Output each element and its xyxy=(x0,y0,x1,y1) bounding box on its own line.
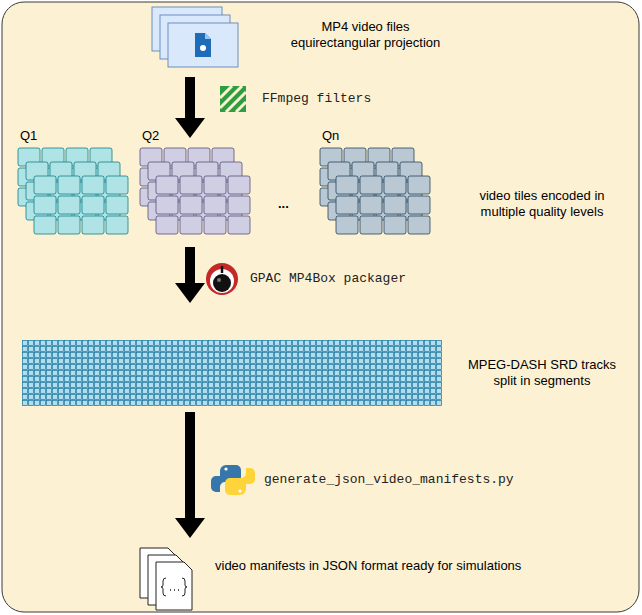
video-tile xyxy=(180,216,202,234)
flow-arrow xyxy=(175,247,205,303)
video-tile xyxy=(228,196,250,214)
ellipsis-label: ... xyxy=(278,196,289,212)
tile-grids xyxy=(18,148,430,234)
stage-description: MP4 video files equirectangular projecti… xyxy=(278,19,453,51)
stage-box: MPEG-DASH SRD tracks split in segments xyxy=(15,305,627,410)
video-tile xyxy=(408,196,430,214)
tool-label: FFmpeg filters xyxy=(262,91,371,107)
json-documents-icon xyxy=(140,548,192,610)
stage-box: MP4 video files equirectangular projecti… xyxy=(140,5,620,75)
segment-grid xyxy=(22,340,442,406)
video-files-icon xyxy=(152,7,238,67)
video-tile xyxy=(384,196,406,214)
stage-description: video manifests in JSON format ready for… xyxy=(215,558,610,574)
video-tile xyxy=(82,196,104,214)
stage-box: video tiles encoded in multiple quality … xyxy=(15,140,627,245)
video-tile xyxy=(180,176,202,194)
video-tile xyxy=(408,176,430,194)
video-tile xyxy=(34,216,56,234)
quality-label: Q1 xyxy=(20,128,37,144)
video-tile xyxy=(384,176,406,194)
flow-arrow xyxy=(175,77,205,138)
video-tile xyxy=(106,216,128,234)
video-tile xyxy=(204,216,226,234)
tool-label: generate_json_video_manifests.py xyxy=(264,472,514,488)
video-tile xyxy=(228,176,250,194)
video-tile xyxy=(58,216,80,234)
video-tile xyxy=(408,216,430,234)
video-tile xyxy=(58,196,80,214)
quality-label: Qn xyxy=(322,128,339,144)
video-tile xyxy=(360,216,382,234)
video-tile xyxy=(336,196,358,214)
video-tile xyxy=(204,176,226,194)
ffmpeg-logo xyxy=(220,86,246,112)
video-tile xyxy=(360,196,382,214)
video-tile xyxy=(156,176,178,194)
video-tile xyxy=(82,176,104,194)
gpac-logo xyxy=(206,263,238,295)
video-tile xyxy=(106,176,128,194)
stage-description: MPEG-DASH SRD tracks split in segments xyxy=(462,357,622,389)
stage-description: video tiles encoded in multiple quality … xyxy=(462,188,622,220)
video-tile xyxy=(204,196,226,214)
video-tile xyxy=(336,176,358,194)
video-tile xyxy=(34,196,56,214)
video-tile xyxy=(180,196,202,214)
video-tile xyxy=(82,216,104,234)
video-tile xyxy=(58,176,80,194)
video-tile xyxy=(156,196,178,214)
video-tile xyxy=(228,216,250,234)
video-tile xyxy=(106,196,128,214)
stage-box: video manifests in JSON format ready for… xyxy=(130,540,620,612)
python-logo xyxy=(211,465,255,495)
video-tile xyxy=(384,216,406,234)
tool-label: GPAC MP4Box packager xyxy=(250,271,406,287)
video-tile xyxy=(34,176,56,194)
video-tile xyxy=(360,176,382,194)
quality-label: Q2 xyxy=(142,128,159,144)
video-tile xyxy=(156,216,178,234)
flow-arrow xyxy=(175,412,205,538)
video-tile xyxy=(336,216,358,234)
